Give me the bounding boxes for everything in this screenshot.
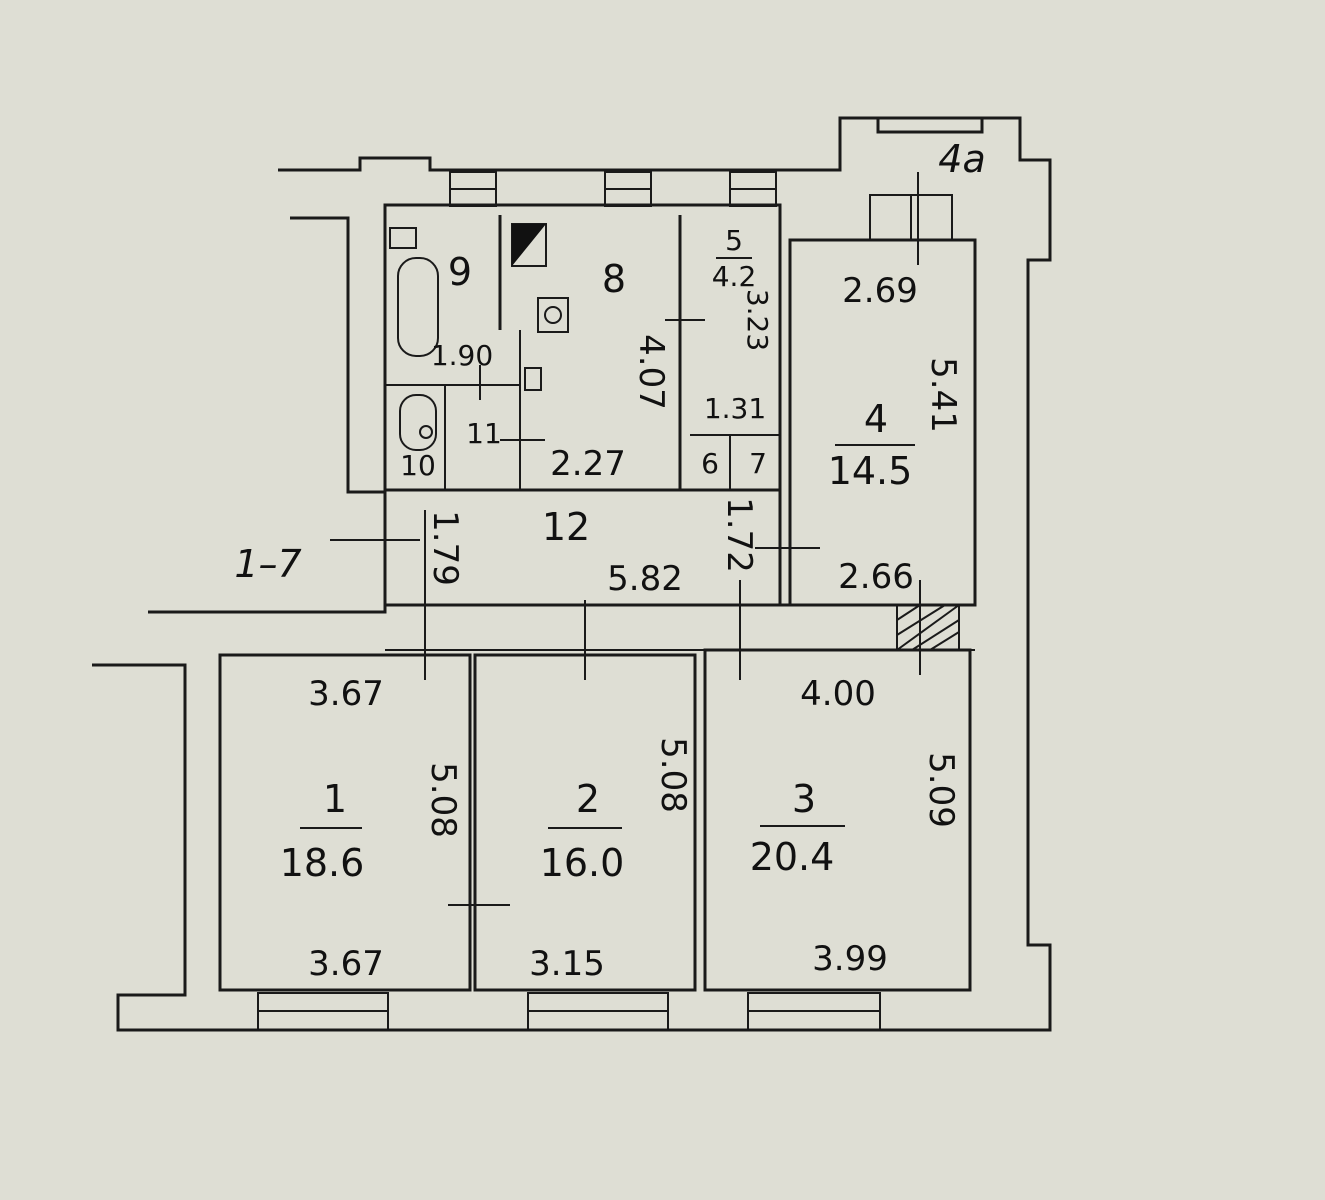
dim-room5-side: 3.23 [741,289,774,351]
room-4-area: 14.5 [828,449,913,493]
interior-walls [218,203,977,992]
room-11-number: 11 [466,417,502,450]
room-4a-number: 4a [938,137,985,181]
dim-room3-side: 5.09 [921,752,961,828]
room-10-number: 10 [400,449,436,482]
dim-room4-bottom: 2.66 [838,557,914,597]
dimension-labels: 3.67 3.67 5.08 5.08 3.15 4.00 5.09 3.99 … [308,271,963,984]
room-8-number: 8 [602,257,626,301]
stair-label: 1–7 [234,542,301,586]
dim-room2-side: 5.08 [653,737,693,813]
exterior-walls [92,116,1052,1032]
room-2-number: 2 [576,777,600,821]
dim-corridor-left: 1.79 [425,510,465,586]
room-labels: 1 18.6 2 16.0 3 20.4 4 14.5 5 4.2 6 7 8 … [234,137,985,885]
dim-room1-side: 5.08 [423,762,463,838]
room-9-number: 9 [448,250,472,294]
plumbing-fixtures [389,223,960,651]
room-3-area: 20.4 [750,835,835,879]
windows [257,171,953,1031]
dim-room1-bottom: 3.67 [308,944,384,984]
dim-corridor-length: 5.82 [607,559,683,599]
room-1-number: 1 [323,777,347,821]
dim-room3-top: 4.00 [800,674,876,714]
dim-room2-bottom: 3.15 [529,944,605,984]
room-3-number: 3 [792,777,816,821]
dim-room3-bottom: 3.99 [812,939,888,979]
room-5-area: 4.2 [712,260,757,293]
dim-corridor-right: 1.72 [719,497,759,573]
dim-room5-bottom: 1.31 [704,392,766,425]
room-4-number: 4 [864,397,888,441]
room-7-number: 7 [749,447,767,480]
dim-room1-top: 3.67 [308,674,384,714]
dim-room8-side: 4.07 [631,334,671,410]
room-2-area: 16.0 [540,841,625,885]
dim-room4-top: 2.69 [842,271,918,311]
dimension-ticks [330,172,921,906]
dim-room4-side: 5.41 [923,357,963,433]
room-6-number: 6 [701,447,719,480]
dim-room9-bottom: 1.90 [431,339,493,372]
room-1-area: 18.6 [280,841,365,885]
room-5-number: 5 [725,224,743,257]
dim-room8-bottom: 2.27 [550,444,626,484]
room-12-number: 12 [542,505,590,549]
